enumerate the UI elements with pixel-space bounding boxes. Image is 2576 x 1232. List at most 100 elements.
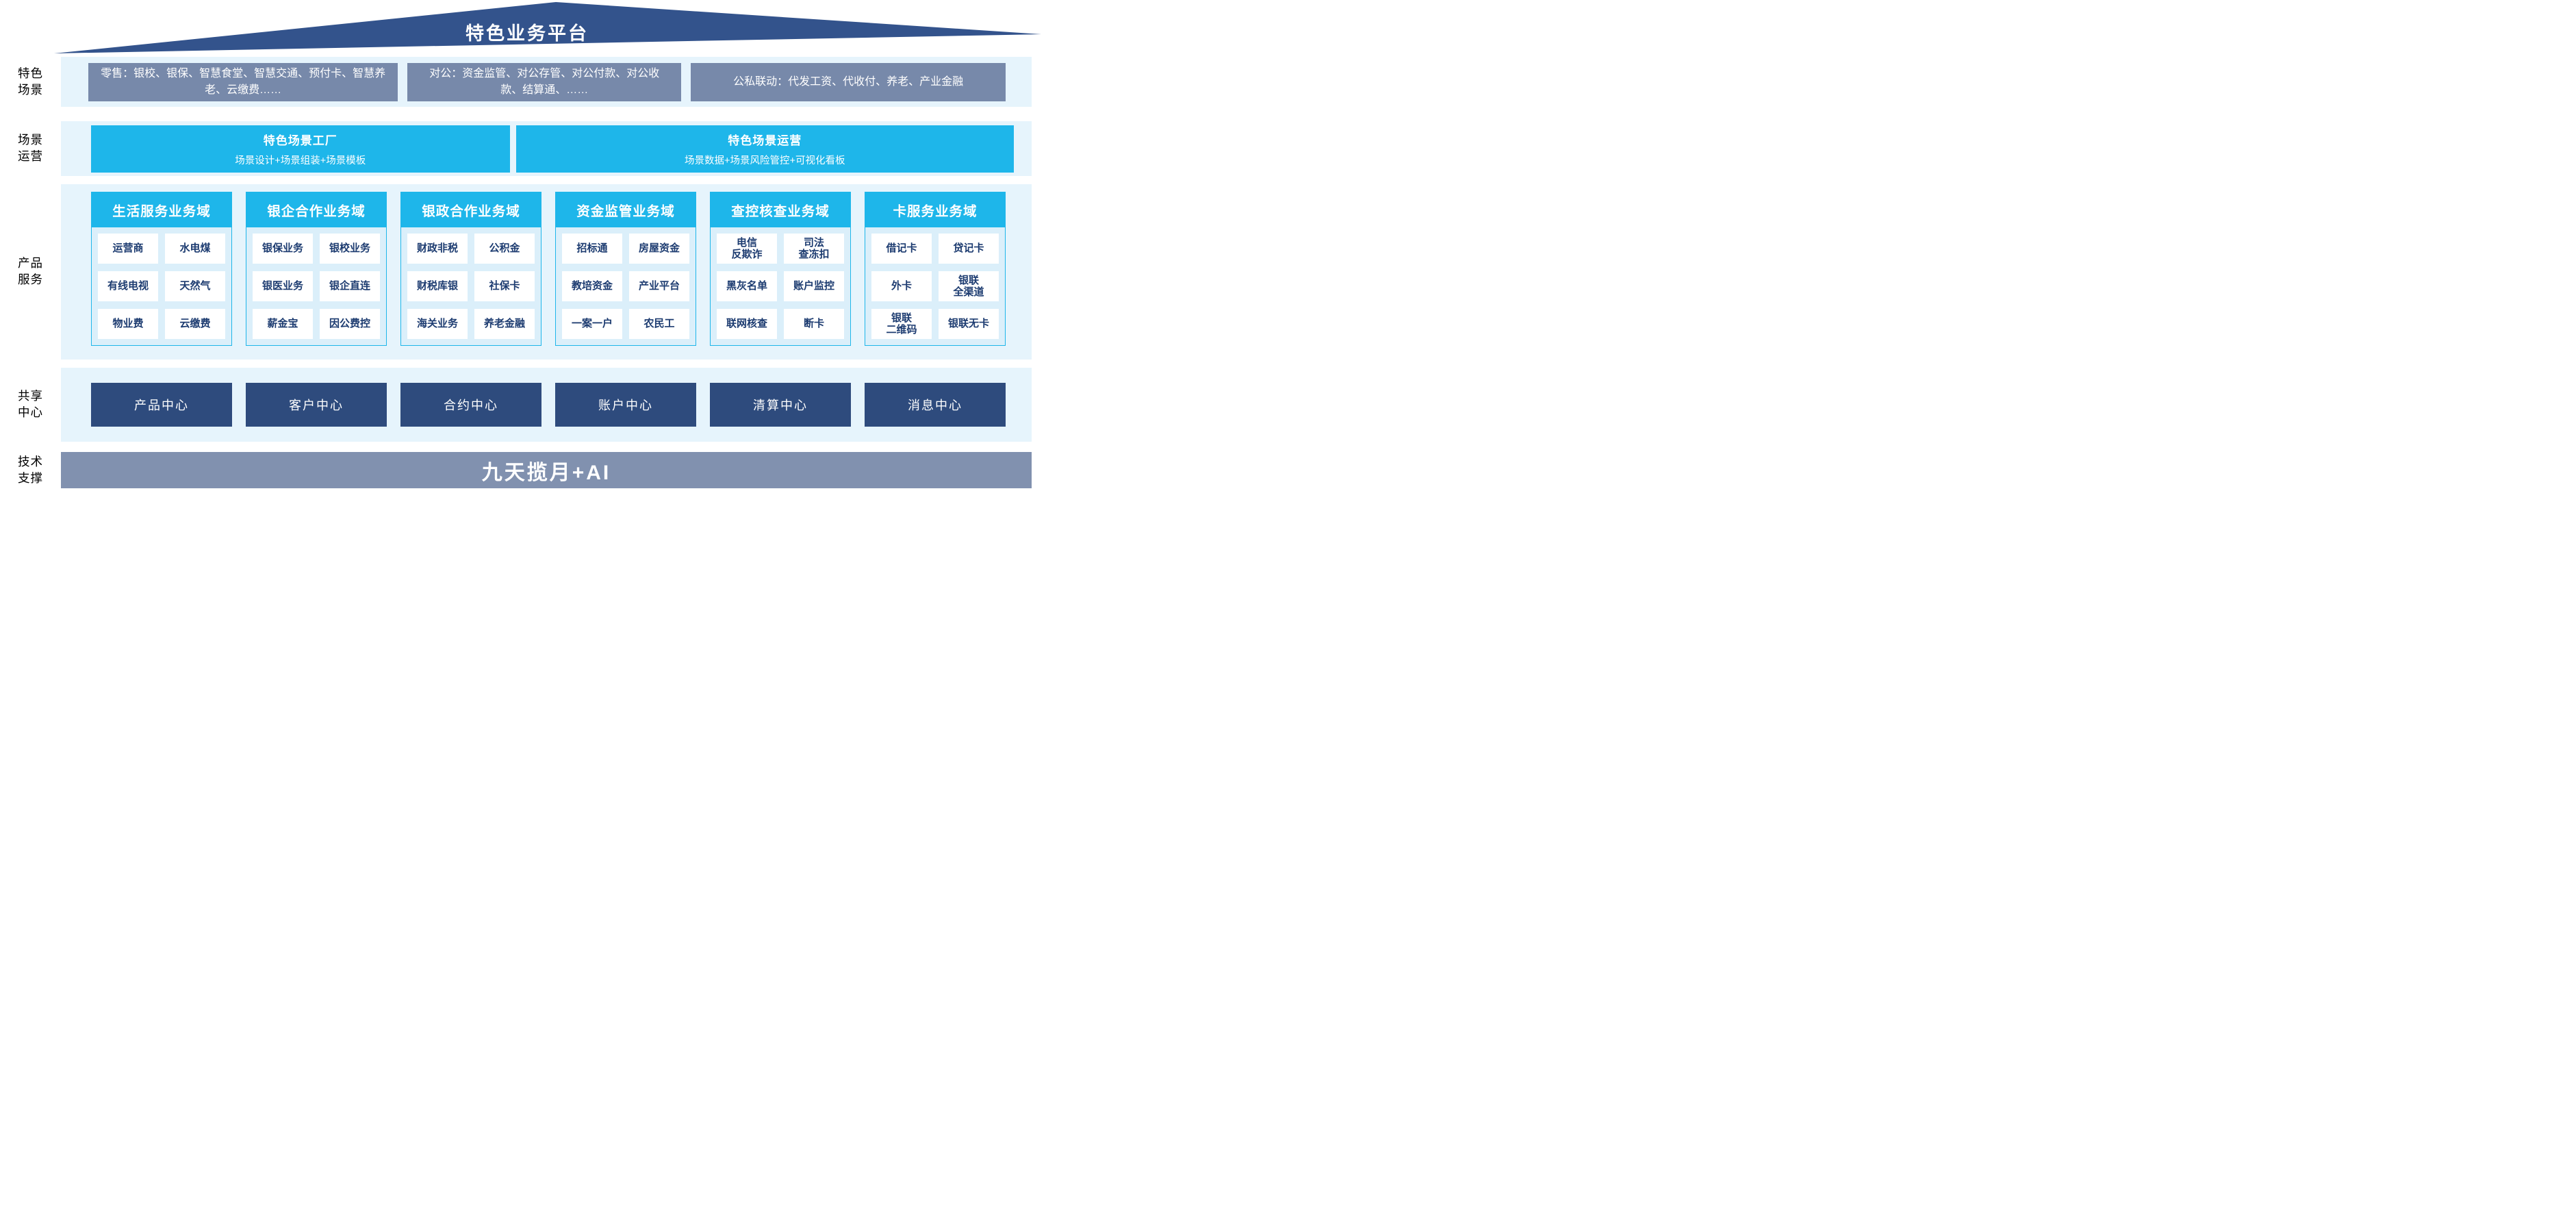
center-box-contract: 合约中心 xyxy=(400,383,541,427)
domain-cell: 物业费 xyxy=(98,309,158,339)
domain-cell: 银联 二维码 xyxy=(871,309,932,339)
domain-cell: 银联无卡 xyxy=(939,309,999,339)
sidebar-label-line: 中心 xyxy=(18,405,43,419)
domain-cell-row: 黑灰名单 账户监控 xyxy=(717,271,844,301)
operation-box-subtitle: 场景设计+场景组装+场景模板 xyxy=(235,155,366,166)
domain-column-bank-government: 银政合作业务域 财政非税 公积金 财税库银 社保卡 海关业务 养老金融 xyxy=(400,192,541,346)
scenario-box-corporate: 对公：资金监管、对公存管、对公付款、对公收款、结算通、…… xyxy=(407,62,682,101)
domain-body: 财政非税 公积金 财税库银 社保卡 海关业务 养老金融 xyxy=(401,227,541,345)
domain-cell: 社保卡 xyxy=(474,271,535,301)
band-product-services: 产品 服务 生活服务业务域 运营商 水电煤 有线电视 天然气 物业费 xyxy=(0,184,1054,360)
domain-cell-row: 外卡 银联 全渠道 xyxy=(871,271,999,301)
domain-cell-row: 财政非税 公积金 xyxy=(407,234,535,264)
center-box-customer: 客户中心 xyxy=(246,383,387,427)
domain-column-life-services: 生活服务业务域 运营商 水电煤 有线电视 天然气 物业费 云缴费 xyxy=(91,192,232,346)
operation-box-title: 特色场景运营 xyxy=(728,134,802,147)
tech-support-bar: 九天揽月+AI xyxy=(61,452,1032,488)
domain-cell-row: 银医业务 银企直连 xyxy=(253,271,380,301)
sidebar-label-line: 产品 xyxy=(18,256,43,271)
domain-cell: 一案一户 xyxy=(562,309,622,339)
domain-header: 银政合作业务域 xyxy=(401,192,541,227)
domain-cell: 产业平台 xyxy=(629,271,689,301)
domain-body: 运营商 水电煤 有线电视 天然气 物业费 云缴费 xyxy=(92,227,231,345)
sidebar-label-shared: 共享 中心 xyxy=(0,368,61,442)
domain-cell-row: 联网核查 断卡 xyxy=(717,309,844,339)
sidebar-label-tech: 技术 支撑 xyxy=(0,452,61,488)
domain-cell: 养老金融 xyxy=(474,309,535,339)
scenario-box-group: 零售：银校、银保、智慧食堂、智慧交通、预付卡、智慧养老、云缴费…… 对公：资金监… xyxy=(61,57,1032,107)
sidebar-label-operation: 场景 运营 xyxy=(0,121,61,176)
sidebar-label-scenarios: 特色 场景 xyxy=(0,57,61,107)
domain-cell: 房屋资金 xyxy=(629,234,689,264)
domain-cell-row: 借记卡 贷记卡 xyxy=(871,234,999,264)
domain-cell: 银企直连 xyxy=(320,271,380,301)
domain-cell: 农民工 xyxy=(629,309,689,339)
domain-cell-row: 有线电视 天然气 xyxy=(98,271,225,301)
page-title: 特色业务平台 xyxy=(466,23,589,44)
domain-cell: 因公费控 xyxy=(320,309,380,339)
domain-cell: 银联 全渠道 xyxy=(939,271,999,301)
domain-cell: 联网核查 xyxy=(717,309,777,339)
domain-cell: 银保业务 xyxy=(253,234,313,264)
domain-cell: 借记卡 xyxy=(871,234,932,264)
operation-box-title: 特色场景工厂 xyxy=(263,134,337,147)
center-box-account: 账户中心 xyxy=(555,383,696,427)
domain-column-fund-supervision: 资金监管业务域 招标通 房屋资金 教培资金 产业平台 一案一户 农民工 xyxy=(555,192,696,346)
domain-cell: 贷记卡 xyxy=(939,234,999,264)
operation-box-scene-operation: 特色场景运营 场景数据+场景风险管控+可视化看板 xyxy=(515,125,1014,173)
domain-cell: 司法 查冻扣 xyxy=(784,234,844,264)
product-domain-grid: 生活服务业务域 运营商 水电煤 有线电视 天然气 物业费 云缴费 xyxy=(61,184,1032,360)
domain-cell-row: 物业费 云缴费 xyxy=(98,309,225,339)
domain-cell: 海关业务 xyxy=(407,309,468,339)
domain-cell: 断卡 xyxy=(784,309,844,339)
domain-cell-row: 电信 反欺诈 司法 查冻扣 xyxy=(717,234,844,264)
domain-header: 资金监管业务域 xyxy=(556,192,696,227)
domain-cell: 有线电视 xyxy=(98,271,158,301)
domain-body: 电信 反欺诈 司法 查冻扣 黑灰名单 账户监控 联网核查 断卡 xyxy=(711,227,850,345)
domain-cell-row: 海关业务 养老金融 xyxy=(407,309,535,339)
operation-box-subtitle: 场景数据+场景风险管控+可视化看板 xyxy=(685,155,845,166)
domain-cell: 外卡 xyxy=(871,271,932,301)
sidebar-label-line: 共享 xyxy=(18,389,43,403)
domain-cell: 银校业务 xyxy=(320,234,380,264)
domain-cell-row: 银联 二维码 银联无卡 xyxy=(871,309,999,339)
sidebar-label-products: 产品 服务 xyxy=(0,184,61,360)
domain-cell: 公积金 xyxy=(474,234,535,264)
center-box-clearing: 清算中心 xyxy=(710,383,851,427)
sidebar-label-line: 场景 xyxy=(18,82,43,97)
domain-cell: 黑灰名单 xyxy=(717,271,777,301)
operation-box-group: 特色场景工厂 场景设计+场景组装+场景模板 特色场景运营 场景数据+场景风险管控… xyxy=(61,121,1032,176)
domain-header: 生活服务业务域 xyxy=(92,192,231,227)
band-scenario-operation: 场景 运营 特色场景工厂 场景设计+场景组装+场景模板 特色场景运营 场景数据+… xyxy=(0,121,1054,176)
sidebar-label-line: 技术 xyxy=(18,454,43,468)
sidebar-label-line: 特色 xyxy=(18,66,43,80)
domain-cell: 薪金宝 xyxy=(253,309,313,339)
domain-header: 卡服务业务域 xyxy=(865,192,1005,227)
sidebar-label-line: 服务 xyxy=(18,273,43,286)
domain-cell-row: 运营商 水电煤 xyxy=(98,234,225,264)
domain-cell: 水电煤 xyxy=(165,234,225,264)
domain-cell-row: 银保业务 银校业务 xyxy=(253,234,380,264)
domain-cell: 天然气 xyxy=(165,271,225,301)
sidebar-label-line: 支撑 xyxy=(18,470,43,485)
roof-shape xyxy=(54,2,1041,53)
sidebar-label-line: 运营 xyxy=(18,149,43,163)
domain-cell: 招标通 xyxy=(562,234,622,264)
domain-cell-row: 一案一户 农民工 xyxy=(562,309,689,339)
domain-column-inspection: 查控核查业务域 电信 反欺诈 司法 查冻扣 黑灰名单 账户监控 联网核查 断卡 xyxy=(710,192,851,346)
domain-header: 银企合作业务域 xyxy=(246,192,386,227)
domain-cell-row: 财税库银 社保卡 xyxy=(407,271,535,301)
domain-cell-row: 招标通 房屋资金 xyxy=(562,234,689,264)
domain-cell: 电信 反欺诈 xyxy=(717,234,777,264)
band-featured-scenarios: 特色 场景 零售：银校、银保、智慧食堂、智慧交通、预付卡、智慧养老、云缴费…… … xyxy=(0,57,1054,107)
sidebar-label-line: 场景 xyxy=(18,133,43,147)
domain-cell-row: 薪金宝 因公费控 xyxy=(253,309,380,339)
center-box-message: 消息中心 xyxy=(865,383,1006,427)
domain-cell: 账户监控 xyxy=(784,271,844,301)
domain-cell: 教培资金 xyxy=(562,271,622,301)
band-shared-centers: 共享 中心 产品中心 客户中心 合约中心 账户中心 清算中心 消息中心 xyxy=(0,368,1054,442)
platform-architecture-diagram: 特色业务平台 特色 场景 零售：银校、银保、智慧食堂、智慧交通、预付卡、智慧养老… xyxy=(0,0,1054,504)
scenario-box-retail: 零售：银校、银保、智慧食堂、智慧交通、预付卡、智慧养老、云缴费…… xyxy=(88,62,398,101)
shared-center-group: 产品中心 客户中心 合约中心 账户中心 清算中心 消息中心 xyxy=(61,368,1032,442)
domain-cell: 云缴费 xyxy=(165,309,225,339)
